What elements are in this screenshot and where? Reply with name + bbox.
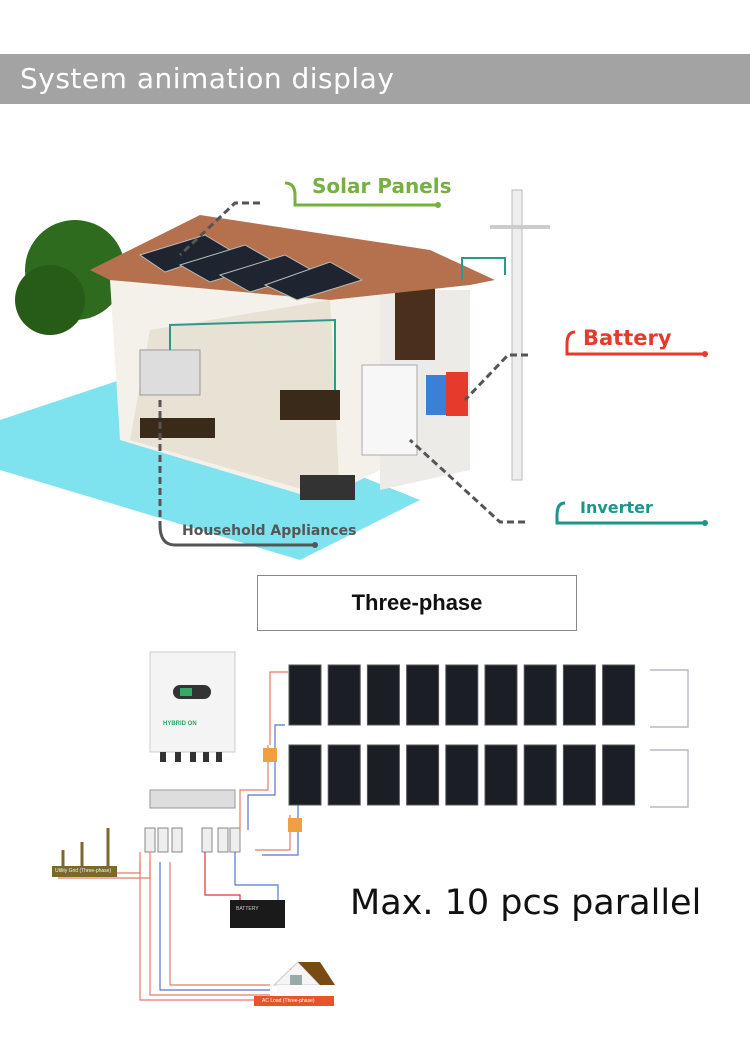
solar-panel	[602, 664, 636, 726]
three-phase-label: Three-phase	[351, 590, 483, 615]
solar-panel	[366, 744, 400, 806]
brand-logo: HYBRID ON	[163, 721, 197, 727]
solar-panels-label: Solar Panels	[312, 174, 452, 198]
solar-panel	[523, 744, 557, 806]
parallel-note: Max. 10 pcs parallel	[350, 883, 702, 923]
solar-panel	[406, 744, 440, 806]
inverter-unit	[149, 651, 236, 753]
battery-label: Battery	[583, 326, 672, 350]
solar-panel	[562, 744, 596, 806]
solar-panel	[366, 664, 400, 726]
inverter-label: Inverter	[580, 498, 653, 517]
solar-panel	[288, 664, 322, 726]
utility-grid-poles	[61, 828, 110, 868]
battery-unit	[230, 900, 285, 928]
roof	[90, 215, 495, 300]
distribution-box	[149, 789, 236, 809]
solar-panel	[562, 664, 596, 726]
solar-panel	[327, 744, 361, 806]
solar-panel	[327, 664, 361, 726]
ac-load-label: AC Load (Three-phase)	[262, 998, 315, 1004]
solar-panel	[445, 744, 479, 806]
solar-panel	[484, 744, 518, 806]
solar-panel	[602, 744, 636, 806]
household-appliances-label: Household Appliances	[182, 523, 357, 539]
battery-unit-label: BATTERY	[236, 906, 259, 912]
solar-panel	[523, 664, 557, 726]
solar-panel	[406, 664, 440, 726]
section-title: System animation display	[20, 62, 395, 95]
solar-panel	[484, 664, 518, 726]
sofa	[300, 475, 355, 500]
solar-panel	[288, 744, 322, 806]
section-header: System animation display	[0, 54, 750, 104]
ground	[0, 380, 420, 560]
battery-illustration	[446, 372, 468, 416]
solar-panel	[445, 664, 479, 726]
utility-pole	[511, 189, 523, 481]
utility-grid-label: Utility Grid (Three-phase)	[55, 868, 112, 874]
roof-solar-panels	[138, 234, 364, 301]
inverter-illustration	[361, 364, 418, 456]
three-phase-box: Three-phase	[257, 575, 577, 631]
